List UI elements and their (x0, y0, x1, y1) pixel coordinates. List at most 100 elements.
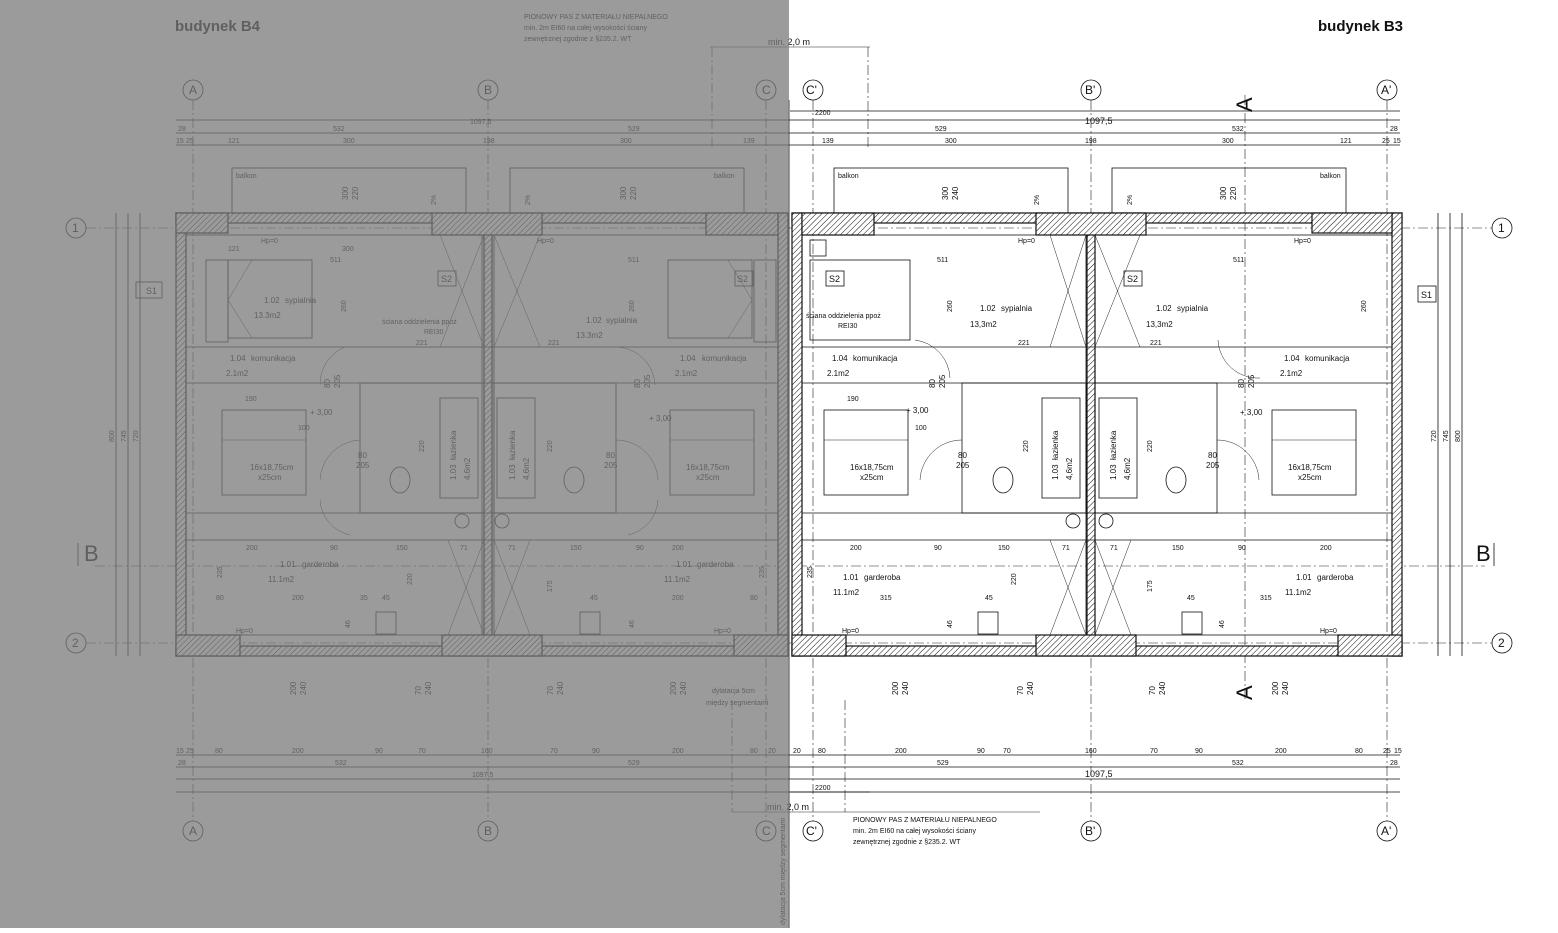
room-1-name: sypialnia (285, 296, 317, 305)
dim-bot-l-6: 160 (481, 748, 493, 755)
dilatation-line-1: dylatacja 5cm (712, 688, 755, 695)
section-b-right: B (1476, 541, 1491, 566)
axis-label-c: C (762, 83, 771, 97)
dim-top-r1-1: 532 (1232, 126, 1244, 133)
dim-top-r2-3: 300 (1222, 138, 1234, 145)
note-bottom-line-1: PIONOWY PAS Z MATERIAŁU NIEPALNEGO (853, 817, 997, 824)
dilatation-vertical: dylatacja 5cm między segmentami (780, 818, 787, 925)
dim-bot-l-0: 15 (176, 748, 184, 755)
room-7-num: 1.01 (280, 560, 296, 569)
dim-bot-total-right: 1097,5 (1085, 769, 1113, 779)
win-bot-8b: 240 (1281, 681, 1290, 695)
side-dim-745-r: 745 (1443, 430, 1450, 442)
dim-i-150-a: 150 (396, 545, 408, 552)
level-hp-1: Hp=0 (261, 238, 278, 245)
dim-bot-ls-0: 28 (178, 760, 186, 767)
dim-i-235-b: 235 (759, 566, 766, 578)
room-labels-right: 1.02 sypialnia 13,3m2 1.02 sypialnia 13,… (806, 238, 1354, 635)
fire-wall-2-a: ściana oddzielenia ppoż (806, 313, 881, 320)
dim-bot-rs-1: 532 (1232, 760, 1244, 767)
dim-top-total-right: 1097,5 (1085, 116, 1113, 126)
level-hp-4: Hp=0 (714, 628, 731, 635)
room-15-name: garderoba (864, 573, 901, 582)
dim-i-200-f: 200 (672, 595, 684, 602)
room-5-area: 4,6m2 (463, 457, 472, 480)
level-hp-2: Hp=0 (537, 238, 554, 245)
dim-i-190-a: 190 (245, 396, 257, 403)
dim-i-90-a: 90 (330, 545, 338, 552)
dim-i-121-a: 121 (228, 246, 240, 253)
level-300-2: + 3,00 (649, 414, 672, 423)
dim-i-45-b: 45 (590, 595, 598, 602)
dim-i-45-a: 45 (382, 595, 390, 602)
level-hp-7: Hp=0 (842, 628, 859, 635)
dim-i-150-b: 150 (570, 545, 582, 552)
win-top-3a: 300 (941, 186, 950, 200)
side-dim-800-l: 800 (109, 430, 116, 442)
dim-i-511-a: 511 (330, 257, 341, 264)
door-7-a: 80 (928, 379, 937, 388)
dim-top-l1-0: 28 (178, 126, 186, 133)
dim-bot-r-3: 90 (977, 748, 985, 755)
room-13-num: 1.03 (1051, 464, 1060, 480)
room-2-area: 13.3m2 (576, 331, 603, 340)
dim-i-175-a: 175 (547, 580, 554, 592)
note-top-line-2: min. 2m EI60 na całej wysokości ściany (524, 25, 647, 32)
room-13-name: łazienka (1051, 430, 1060, 460)
win-top-2a: 300 (619, 186, 628, 200)
dim-bot-l-11: 20 (768, 748, 776, 755)
win-bot-6b: 240 (1026, 681, 1035, 695)
room-16-area: 11.1m2 (1285, 588, 1312, 597)
marker-s2-1: S2 (441, 274, 452, 284)
side-dim-720-r: 720 (1431, 430, 1438, 442)
room-3-num: 1.04 (230, 354, 246, 363)
level-300-4: + 3,00 (1240, 408, 1263, 417)
slope-2: 2% (525, 195, 532, 205)
slope-1: 2% (431, 195, 438, 205)
dim-i-260-d: 260 (1361, 300, 1368, 312)
dim-i-300-a: 300 (342, 246, 354, 253)
dim-i-200-e: 200 (292, 595, 304, 602)
dim-i-220-b: 220 (547, 440, 554, 452)
dim-i-221-b: 221 (548, 340, 560, 347)
door-3-a: 80 (323, 379, 332, 388)
room-12-num: 1.04 (1284, 354, 1300, 363)
min-top-label: min. 2,0 m (768, 37, 810, 47)
dim-i-71-c: 71 (1062, 545, 1070, 552)
marker-s1-left: S1 (146, 286, 157, 296)
axis-label-a: A (189, 83, 197, 97)
room-3-area: 2.1m2 (226, 369, 249, 378)
stairs-1-b: x25cm (258, 473, 282, 482)
row-label-2-right: 2 (1498, 636, 1505, 650)
win-top-4a: 300 (1219, 186, 1228, 200)
win-bot-6a: 70 (1016, 686, 1025, 695)
room-4-name: komunikacja (702, 354, 747, 363)
dim-i-46-a: 46 (345, 620, 352, 628)
dim-top-l2-0: 15 (176, 138, 184, 145)
win-bot-4b: 240 (679, 681, 688, 695)
dim-bot-rs-2: 28 (1390, 760, 1398, 767)
dim-top-r2-0: 139 (822, 138, 834, 145)
dim-bot-r-0: 20 (793, 748, 801, 755)
win-bot-2b: 240 (424, 681, 433, 695)
stairs-4-a: 16x18,75cm (1288, 463, 1332, 472)
axis-bubbles-bottom: A B C C' B' A' (182, 820, 1398, 842)
room-9-num: 1.02 (980, 304, 996, 313)
room-11-name: komunikacja (853, 354, 898, 363)
room-4-num: 1.04 (680, 354, 696, 363)
dim-bot-r-9: 80 (1355, 748, 1363, 755)
dim-bot-l-8: 90 (592, 748, 600, 755)
level-hp-8: Hp=0 (1320, 628, 1337, 635)
win-bot-3b: 240 (556, 681, 565, 695)
room-10-area: 13,3m2 (1146, 320, 1173, 329)
win-bot-8a: 200 (1271, 681, 1280, 695)
min-bottom-label: min. 2,0 m (767, 802, 809, 812)
door-8-b: 205 (1247, 374, 1256, 388)
section-b-left: B (84, 541, 99, 566)
dim-i-80-a: 80 (216, 595, 224, 602)
axis-label-b: B (484, 83, 492, 97)
room-5-num: 1.03 (449, 464, 458, 480)
room-10-num: 1.02 (1156, 304, 1172, 313)
dim-top-total-left: 1097,5 (470, 119, 492, 126)
